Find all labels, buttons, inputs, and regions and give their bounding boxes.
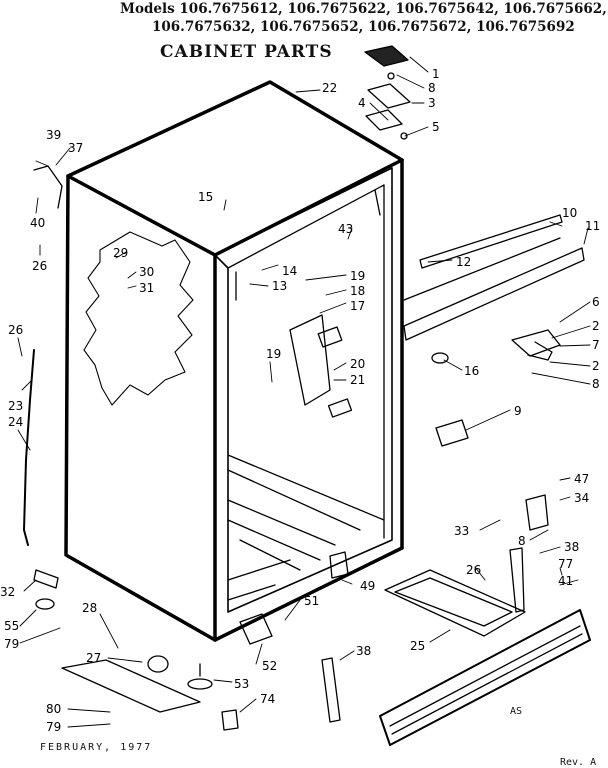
callout-80: 80: [46, 702, 61, 716]
callout-19: 19: [266, 347, 281, 361]
callout-25: 25: [410, 639, 425, 653]
drain-pan: [384, 569, 526, 637]
callout-51: 51: [304, 594, 319, 608]
callout-9: 9: [514, 404, 522, 418]
hinge-bracket-7: [511, 329, 561, 357]
callout-38: 38: [356, 644, 371, 658]
drain-tube: [23, 349, 35, 546]
callout-43: 43: [338, 222, 353, 236]
callout-5: 5: [432, 120, 440, 134]
callout-29: 29: [113, 246, 128, 260]
callout-53: 53: [234, 677, 249, 691]
callout-49: 49: [360, 579, 375, 593]
callout-77: 77: [558, 557, 573, 571]
callout-41: 41: [558, 574, 573, 588]
leveler-52: [239, 613, 273, 645]
callout-19: 19: [350, 269, 365, 283]
wire-clip-32: [33, 569, 59, 589]
callout-28: 28: [82, 601, 97, 615]
callout-22: 22: [322, 81, 337, 95]
callout-52: 52: [262, 659, 277, 673]
callout-8: 8: [518, 534, 526, 548]
callout-17: 17: [350, 299, 365, 313]
callout-26: 26: [8, 323, 23, 337]
callout-32: 32: [0, 585, 15, 599]
callout-20: 20: [350, 357, 365, 371]
callout-3: 3: [428, 96, 436, 110]
grille-bracket-38b: [321, 657, 341, 723]
callout-2: 2: [592, 359, 600, 373]
drain-grommet: [435, 419, 469, 447]
callout-21: 21: [350, 373, 365, 387]
cutaway-outline: [83, 231, 194, 406]
revision-label: Rev. A: [560, 757, 597, 768]
models-line-2: 106.7675632, 106.7675652, 106.7675672, 1…: [152, 19, 575, 35]
rail-11: [403, 247, 585, 341]
drawing-code: AS: [510, 706, 523, 717]
callout-47: 47: [574, 472, 589, 486]
callout-12: 12: [456, 255, 471, 269]
top-hinge: [367, 83, 411, 109]
callout-18: 18: [350, 284, 365, 298]
callout-40: 40: [30, 216, 45, 230]
callout-16: 16: [464, 364, 479, 378]
callout-26: 26: [466, 563, 481, 577]
grille-bracket-38a: [509, 547, 525, 613]
toe-grille: [379, 609, 591, 746]
callout-34: 34: [574, 491, 589, 505]
callout-33: 33: [454, 524, 469, 538]
drawing-date: FEBRUARY, 1977: [40, 742, 153, 753]
callout-14: 14: [282, 264, 297, 278]
callout-23: 23: [8, 399, 23, 413]
hinge-cover: [364, 45, 409, 67]
callout-10: 10: [562, 206, 577, 220]
callout-55: 55: [4, 619, 19, 633]
callout-30: 30: [139, 265, 154, 279]
callout-2: 2: [592, 319, 600, 333]
cabinet-shell: [64, 80, 404, 642]
callout-6: 6: [592, 295, 600, 309]
callout-1: 1: [432, 67, 440, 81]
callout-79: 79: [46, 720, 61, 734]
callout-8: 8: [592, 377, 600, 391]
callout-37: 37: [68, 141, 83, 155]
diagram-title: CABINET PARTS: [160, 42, 333, 62]
clip-37: [33, 165, 63, 209]
callout-39: 39: [46, 128, 61, 142]
callout-7: 7: [592, 338, 600, 352]
callout-27: 27: [86, 651, 101, 665]
bottom-hinge: [525, 494, 549, 531]
bracket-49: [329, 551, 349, 579]
callout-74: 74: [260, 692, 275, 706]
hinge-plate: [365, 109, 403, 131]
callout-79: 79: [4, 637, 19, 651]
models-line-1: Models 106.7675612, 106.7675622, 106.767…: [120, 1, 607, 17]
callout-13: 13: [272, 279, 287, 293]
callout-24: 24: [8, 415, 23, 429]
rail-10: [419, 214, 563, 269]
callout-15: 15: [198, 190, 213, 204]
spacer-74: [221, 709, 239, 731]
callout-8: 8: [428, 81, 436, 95]
callout-11: 11: [585, 219, 600, 233]
callout-4: 4: [358, 96, 366, 110]
front-rail-80: [61, 659, 201, 713]
callout-31: 31: [139, 281, 154, 295]
callout-38: 38: [564, 540, 579, 554]
center-bracket: [289, 314, 331, 406]
callout-26: 26: [32, 259, 47, 273]
